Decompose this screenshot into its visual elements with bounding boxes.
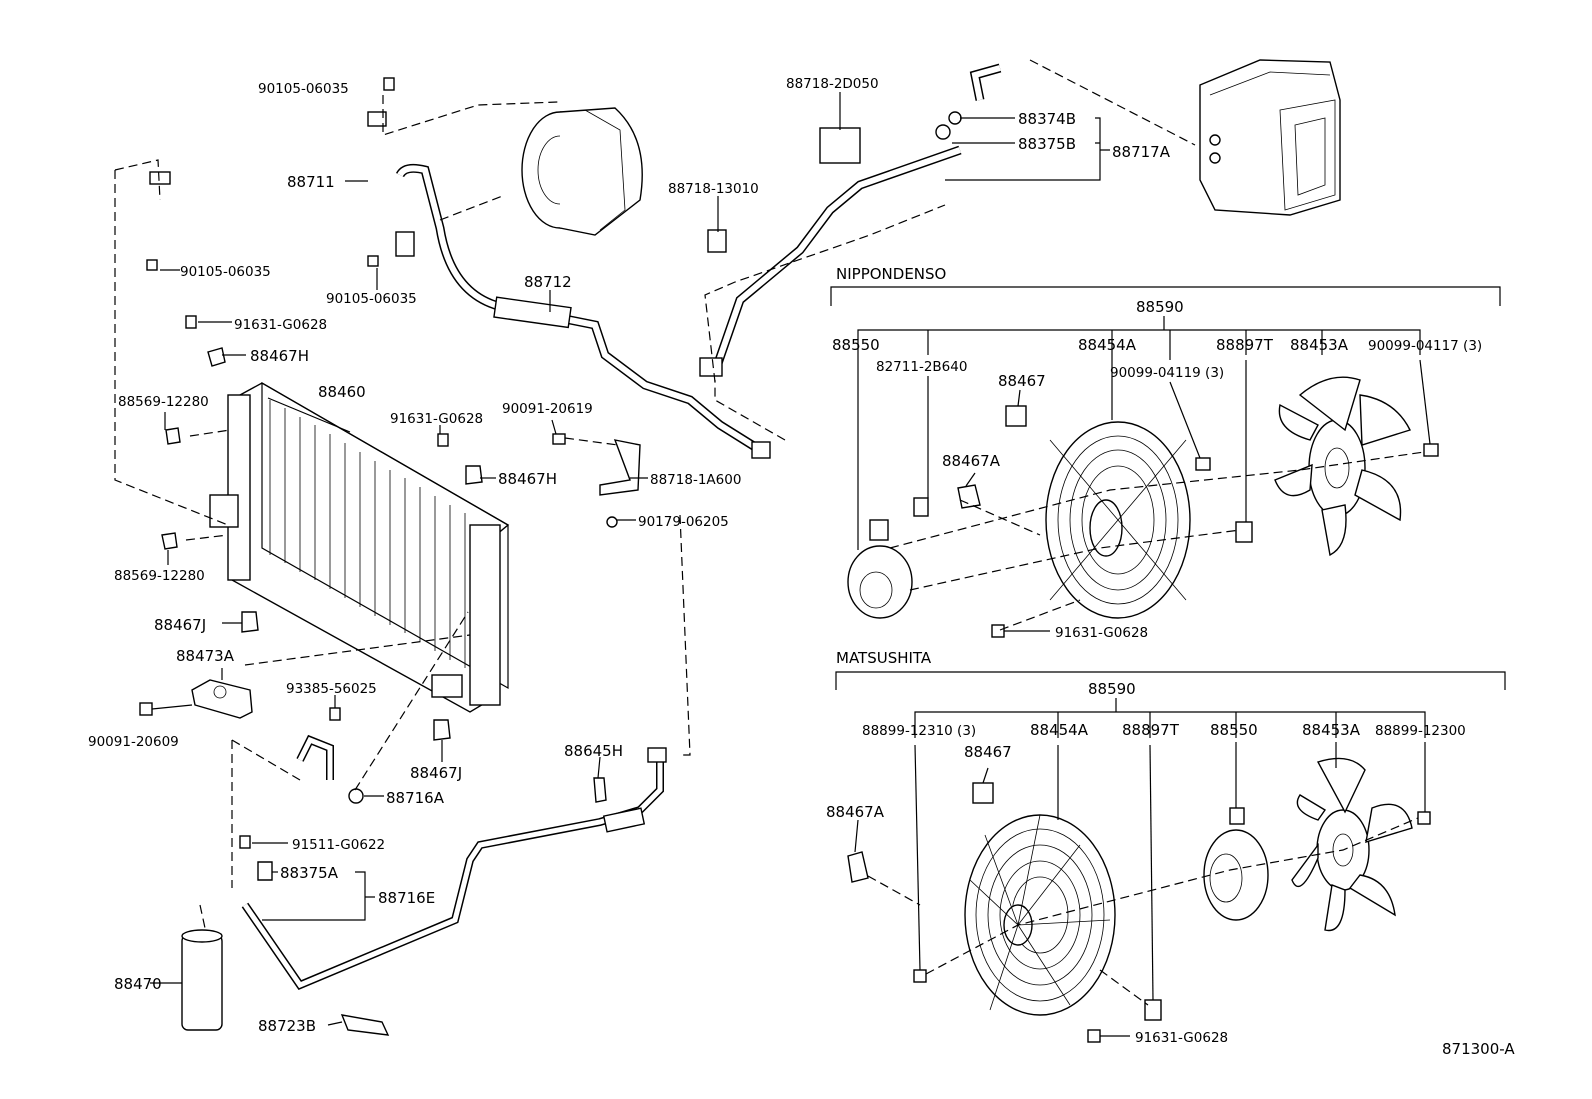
nd-label-90099-04117: 90099-04117 (3) <box>1368 338 1482 354</box>
ms-label-91631-g0628: 91631-G0628 <box>1135 1030 1228 1046</box>
label-88718-13010: 88718-13010 <box>668 181 759 197</box>
label-90091-20609: 90091-20609 <box>88 734 179 750</box>
nd-part-88467a <box>957 484 981 509</box>
label-88467j-b: 88467J <box>410 764 462 782</box>
ms-label-88899-12310: 88899-12310 (3) <box>862 723 976 739</box>
nd-label-88550: 88550 <box>832 336 880 354</box>
label-90105-06035-top: 90105-06035 <box>258 81 349 97</box>
label-88717a: 88717A <box>1112 143 1171 161</box>
label-88716e: 88716E <box>378 889 435 907</box>
label-91631-g0628-b: 91631-G0628 <box>390 411 483 427</box>
section-title-nippondenso: NIPPONDENSO <box>836 265 946 283</box>
nd-label-91631-g0628: 91631-G0628 <box>1055 625 1148 641</box>
nd-screw-91631 <box>991 624 1005 638</box>
nd-label-88590: 88590 <box>1136 298 1184 316</box>
dashed-connectors-left <box>114 59 1196 929</box>
hose-88711 <box>149 111 387 252</box>
section-nippondenso: NIPPONDENSO <box>830 265 1501 641</box>
tube-88717a <box>699 63 1002 377</box>
hose-88712 <box>395 163 771 459</box>
label-88473a: 88473A <box>176 647 235 665</box>
label-93385-56025: 93385-56025 <box>286 681 377 697</box>
ms-label-88467a: 88467A <box>826 803 885 821</box>
bracket-88718-1a600 <box>599 439 641 528</box>
label-88723b: 88723B <box>258 1017 316 1035</box>
nd-fan-blade <box>1274 376 1411 557</box>
receiver-88470 <box>181 929 223 1031</box>
nd-fan-motor <box>847 355 913 619</box>
label-88470: 88470 <box>114 975 162 993</box>
label-88718-1a600: 88718-1A600 <box>650 472 741 488</box>
ms-label-88899-12300: 88899-12300 <box>1375 723 1466 739</box>
section-matsushita: MATSUSHITA <box>826 649 1506 1046</box>
nd-screw-90099-04119 <box>1195 457 1211 471</box>
ms-nut-88899-12300 <box>1417 811 1431 825</box>
ms-part-88467a <box>847 851 869 883</box>
nd-part-88467 <box>1005 405 1027 427</box>
ms-label-88590: 88590 <box>1088 680 1136 698</box>
nd-label-90099-04119: 90099-04119 (3) <box>1110 365 1224 381</box>
nd-fan-shroud <box>1045 355 1191 619</box>
nd-label-88897t: 88897T <box>1216 336 1274 354</box>
label-88645h: 88645H <box>564 742 623 760</box>
label-90105-06035-left: 90105-06035 <box>180 264 271 280</box>
bracket-88473a <box>191 679 253 719</box>
label-88712: 88712 <box>524 273 572 291</box>
ms-label-88897t: 88897T <box>1122 721 1180 739</box>
nd-part-82711 <box>913 497 929 517</box>
ms-label-88454a: 88454A <box>1030 721 1089 739</box>
nd-screw-90099-04117 <box>1423 443 1439 457</box>
nd-label-88467: 88467 <box>998 372 1046 390</box>
ms-fan-shroud <box>964 745 1116 1016</box>
leader-lines-left <box>150 92 1110 1026</box>
ms-screw-88899-12310 <box>913 969 927 983</box>
ms-label-88453a: 88453A <box>1302 721 1361 739</box>
tube-88716a <box>296 734 364 804</box>
condenser-88460 <box>209 381 510 713</box>
ms-part-88467 <box>972 782 994 804</box>
ms-label-88550: 88550 <box>1210 721 1258 739</box>
label-90179-06205: 90179-06205 <box>638 514 729 530</box>
ms-screw-91631 <box>1087 1029 1101 1043</box>
label-88460: 88460 <box>318 383 366 401</box>
fasteners-left <box>139 77 962 1036</box>
nd-label-88454a: 88454A <box>1078 336 1137 354</box>
ms-part-88897t <box>1144 999 1162 1021</box>
evaporator-unit <box>1199 59 1341 216</box>
label-90105-06035-mid: 90105-06035 <box>326 291 417 307</box>
label-88716a: 88716A <box>386 789 445 807</box>
label-88375a: 88375A <box>280 864 339 882</box>
nd-part-88897t <box>1235 521 1253 543</box>
nd-label-88453a: 88453A <box>1290 336 1349 354</box>
label-88569-12280-b: 88569-12280 <box>114 568 205 584</box>
ms-label-88467: 88467 <box>964 743 1012 761</box>
nd-label-82711-2b640: 82711-2B640 <box>876 359 967 375</box>
nd-label-88467a: 88467A <box>942 452 1001 470</box>
label-88467h-b: 88467H <box>498 470 557 488</box>
ms-fan-motor <box>1203 742 1269 921</box>
label-91511-g0622: 91511-G0622 <box>292 837 385 853</box>
tube-88716e <box>241 747 667 990</box>
label-88569-12280-a: 88569-12280 <box>118 394 209 410</box>
diagram-code: 871300-A <box>1442 1040 1515 1058</box>
labels-left: 90105-06035 88711 90105-06035 90105-0603… <box>88 76 1171 1035</box>
ms-fan-blade <box>1291 742 1413 932</box>
label-88467j-a: 88467J <box>154 616 206 634</box>
label-88718-2d050: 88718-2D050 <box>786 76 879 92</box>
section-title-matsushita: MATSUSHITA <box>836 649 932 667</box>
label-88375b: 88375B <box>1018 135 1076 153</box>
label-88374b: 88374B <box>1018 110 1076 128</box>
label-88467h-a: 88467H <box>250 347 309 365</box>
label-88711: 88711 <box>287 173 335 191</box>
compressor <box>521 107 643 236</box>
label-91631-g0628-a: 91631-G0628 <box>234 317 327 333</box>
label-90091-20619: 90091-20619 <box>502 401 593 417</box>
